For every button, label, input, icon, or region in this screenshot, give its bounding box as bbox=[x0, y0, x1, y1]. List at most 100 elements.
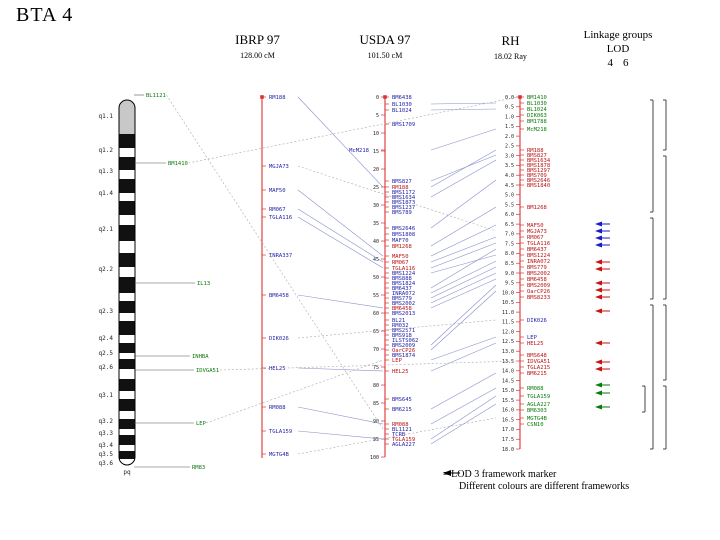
marker-label: RM067 bbox=[392, 260, 409, 266]
marker-label: McM218 bbox=[349, 148, 369, 154]
band-label: q2.3 bbox=[99, 308, 114, 315]
map-connection-line bbox=[430, 266, 497, 299]
marker-label: TGLA116 bbox=[269, 215, 292, 221]
scale-tick-label: 3.5 bbox=[505, 163, 514, 169]
map-connection-line bbox=[430, 290, 497, 351]
scale-tick-label: 4.5 bbox=[505, 183, 514, 189]
marker-label: RM088 bbox=[392, 422, 409, 428]
marker-label: IDVGA51 bbox=[527, 359, 550, 365]
marker-label: MAF50 bbox=[392, 254, 409, 260]
chromosome-band bbox=[119, 369, 135, 379]
marker-label: LEP bbox=[527, 335, 538, 341]
marker-label: RM088 bbox=[269, 405, 286, 411]
scale-tick-label: 12.0 bbox=[502, 329, 514, 335]
marker-label: BMS2002 bbox=[392, 301, 415, 307]
scale-tick-label: 65 bbox=[373, 329, 379, 335]
marker-label: BMS645 bbox=[392, 397, 412, 403]
marker-label: MGTG4B bbox=[269, 452, 290, 458]
rh-header: RH 18.02 Ray bbox=[478, 33, 543, 61]
scale-tick-label: 15.0 bbox=[502, 388, 514, 394]
usda-length: 101.50 cM bbox=[367, 51, 403, 60]
scale-tick-label: 18.0 bbox=[502, 447, 514, 453]
scale-tick-label: 95 bbox=[373, 437, 379, 443]
marker-label: BM1268 bbox=[392, 244, 412, 250]
map-connection-line bbox=[430, 260, 497, 294]
scale-tick-label: 1.5 bbox=[505, 124, 514, 130]
marker-label: BM1788 bbox=[527, 119, 547, 125]
chromosome-band bbox=[119, 343, 135, 353]
marker-label: BMS2009 bbox=[527, 283, 550, 289]
framework-arrow-icon bbox=[595, 294, 602, 300]
chromosome-band bbox=[119, 267, 135, 277]
chromosome-band bbox=[119, 445, 135, 451]
ibrp-title: IBRP 97 bbox=[235, 32, 280, 47]
chromosome-band bbox=[119, 353, 135, 359]
marker-label: BM6437 bbox=[527, 247, 547, 253]
framework-arrow-icon bbox=[595, 308, 602, 314]
marker-label: BMS1824 bbox=[392, 281, 416, 287]
map-connection-line bbox=[430, 284, 497, 346]
scale-tick-label: 12.5 bbox=[502, 339, 514, 345]
marker-label: BM6458 bbox=[269, 293, 289, 299]
chromosome-outline bbox=[118, 99, 136, 466]
marker-label: BMS1634 bbox=[527, 158, 551, 164]
framework-arrow-icon bbox=[595, 228, 602, 234]
marker-label: MAF50 bbox=[527, 223, 544, 229]
marker-label: DIK026 bbox=[527, 318, 547, 324]
scale-tick-label: 55 bbox=[373, 293, 379, 299]
marker-label: BL1024 bbox=[527, 107, 548, 113]
chromosome-band bbox=[119, 225, 135, 241]
chromosome-band bbox=[119, 253, 135, 267]
chromosome-band bbox=[119, 419, 135, 429]
marker-label: BMS827 bbox=[527, 153, 547, 159]
scale-tick-label: 25 bbox=[373, 185, 379, 191]
rh-length: 18.02 Ray bbox=[494, 52, 527, 61]
marker-label: TCRB bbox=[392, 432, 406, 438]
marker-label: AGLA227 bbox=[527, 402, 550, 408]
band-label: q2.6 bbox=[99, 364, 114, 371]
chromosome-marker-label: LEP bbox=[196, 421, 207, 427]
scale-tick-label: 9.5 bbox=[505, 281, 514, 287]
marker-label: BL1121 bbox=[392, 427, 412, 433]
map-connection-line bbox=[297, 189, 384, 257]
scale-tick-label: 13.0 bbox=[502, 349, 514, 355]
band-label: q3.3 bbox=[99, 430, 114, 437]
map-connection-line bbox=[430, 254, 497, 274]
map-connection-line bbox=[430, 395, 497, 440]
map-connection-line bbox=[297, 208, 384, 263]
chromosome-band bbox=[119, 201, 135, 215]
marker-label: MGJA73 bbox=[527, 229, 547, 235]
chromosome-band bbox=[119, 293, 135, 301]
map-connection-line bbox=[430, 224, 497, 257]
marker-label: HEL25 bbox=[392, 369, 409, 375]
lod-values: 4 6 bbox=[568, 57, 668, 69]
map-connection-line bbox=[297, 216, 384, 269]
map-connection-line bbox=[297, 96, 384, 188]
scale-tick-label: 17.5 bbox=[502, 437, 514, 443]
chromosome-band bbox=[119, 100, 135, 134]
marker-label: RM067 bbox=[527, 235, 544, 241]
scale-tick-label: 80 bbox=[373, 383, 379, 389]
band-label: q1.1 bbox=[99, 113, 114, 120]
framework-arrow-icon bbox=[595, 366, 602, 372]
dotted-connection-line bbox=[297, 165, 497, 232]
chromosome-band bbox=[119, 313, 135, 321]
chromosome-band bbox=[119, 379, 135, 391]
marker-label: BM6215 bbox=[392, 407, 412, 413]
map-connection-line bbox=[430, 387, 497, 425]
marker-label: TGLA215 bbox=[527, 365, 550, 371]
marker-label: BMS918 bbox=[392, 333, 412, 339]
scale-tick-label: 11.5 bbox=[502, 320, 514, 326]
legend: = LOD 3 framework marker Different colou… bbox=[443, 469, 629, 492]
marker-label: BM6458 bbox=[527, 277, 547, 283]
marker-label: BM6437 bbox=[392, 286, 412, 292]
chromosome-band bbox=[119, 179, 135, 193]
map-connection-line bbox=[297, 294, 384, 309]
linkage-groups-header: Linkage groups LOD 4 6 bbox=[568, 29, 668, 69]
map-connection-line bbox=[430, 248, 497, 289]
scale-tick-label: 15.5 bbox=[502, 398, 514, 404]
chromosome-marker-label: IL13 bbox=[197, 281, 210, 287]
chromosome-band bbox=[119, 157, 135, 170]
scale-tick-label: 5.5 bbox=[505, 202, 514, 208]
